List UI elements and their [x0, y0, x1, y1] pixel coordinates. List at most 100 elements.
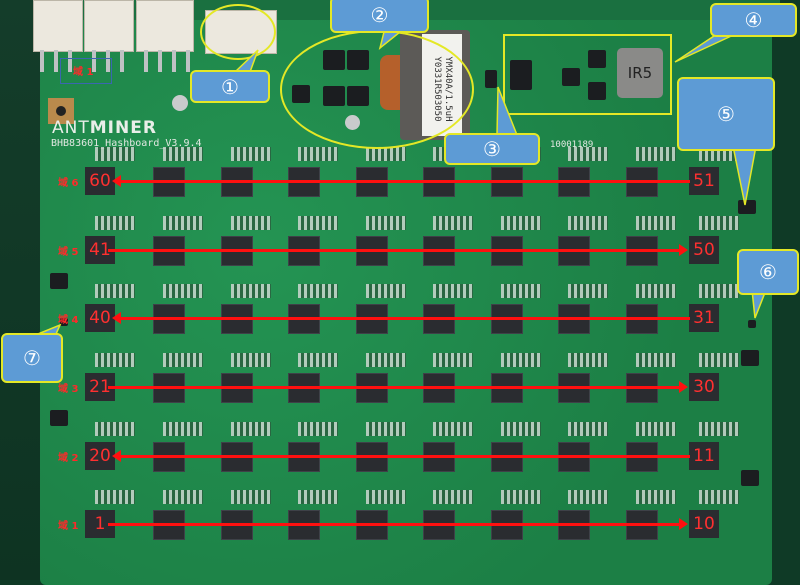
- ground-pad: [48, 98, 74, 124]
- domain-label: 域 5: [58, 247, 79, 258]
- domain-label: 域 4: [58, 315, 79, 326]
- edge-ic: [50, 273, 68, 289]
- regulator-ic: [562, 68, 580, 86]
- passive-components: [366, 284, 406, 298]
- power-connector-3: [136, 0, 194, 52]
- callout-6: ⑥: [737, 249, 799, 295]
- passive-components: [501, 216, 541, 230]
- board-model-label: BHB83601_Hashboard_V3.9.4: [51, 138, 202, 149]
- passive-components: [433, 284, 473, 298]
- passive-components: [568, 490, 608, 504]
- passive-components: [95, 284, 135, 298]
- passive-components: [366, 353, 406, 367]
- chip-number-right: 51: [689, 167, 719, 195]
- passive-components: [298, 216, 338, 230]
- passive-components: [636, 353, 676, 367]
- driver-ic: [510, 60, 532, 90]
- passive-components: [636, 422, 676, 436]
- passive-components: [366, 422, 406, 436]
- passive-components: [699, 216, 739, 230]
- callout-1: ①: [190, 70, 270, 103]
- mosfet: [588, 50, 606, 68]
- passive-components: [699, 284, 739, 298]
- capacitor: [172, 95, 188, 111]
- pointer-5: [732, 145, 757, 206]
- domain-label: 域 2: [58, 453, 79, 464]
- passive-components: [568, 147, 608, 161]
- antminer-logo: ANTMINER: [52, 118, 157, 138]
- passive-components: [636, 147, 676, 161]
- passive-components: [95, 216, 135, 230]
- passive-components: [298, 353, 338, 367]
- edge-ic: [741, 350, 759, 366]
- background-strip: [0, 0, 44, 580]
- connector-pin: [120, 50, 124, 72]
- passive-components: [433, 422, 473, 436]
- passive-components: [568, 216, 608, 230]
- passive-components: [163, 353, 203, 367]
- callout-7: ⑦: [1, 333, 63, 383]
- passive-components: [699, 422, 739, 436]
- passive-components: [95, 490, 135, 504]
- callout-4: ④: [710, 3, 797, 37]
- passive-components: [501, 353, 541, 367]
- power-inductor: IR5: [617, 48, 663, 98]
- connector-highlight-ellipse: [200, 4, 276, 60]
- connector-pin: [54, 50, 58, 72]
- passive-components: [298, 490, 338, 504]
- chip-number-right: 31: [689, 304, 719, 332]
- passive-components: [298, 284, 338, 298]
- chip-number-right: 10: [689, 510, 719, 538]
- passive-components: [366, 147, 406, 161]
- callout-3: ③: [444, 133, 540, 165]
- passive-components: [298, 422, 338, 436]
- passive-components: [163, 147, 203, 161]
- temp-sensor: [60, 318, 68, 326]
- chain-direction-arrow: [108, 244, 688, 256]
- chain-direction-arrow: [112, 175, 690, 187]
- temp-sensor: [748, 320, 756, 328]
- connector-pin: [92, 50, 96, 72]
- domain-label: 域 6: [58, 178, 79, 189]
- passive-components: [95, 147, 135, 161]
- passive-components: [433, 490, 473, 504]
- passive-components: [231, 216, 271, 230]
- connector-pin: [186, 50, 190, 72]
- passive-components: [433, 353, 473, 367]
- passive-components: [298, 147, 338, 161]
- chip-number-right: 30: [689, 373, 719, 401]
- passive-components: [568, 422, 608, 436]
- passive-components: [501, 422, 541, 436]
- connector-pin: [106, 50, 110, 72]
- connector-pin: [40, 50, 44, 72]
- chain-direction-arrow: [108, 381, 688, 393]
- regulator-highlight-rect: [503, 34, 672, 115]
- passive-components: [366, 216, 406, 230]
- connector-pin: [68, 50, 72, 72]
- passive-components: [163, 490, 203, 504]
- passive-components: [699, 353, 739, 367]
- chain-direction-arrow: [112, 312, 690, 324]
- power-connector-2: [84, 0, 134, 52]
- callout-2: ②: [330, 0, 429, 33]
- passive-components: [699, 490, 739, 504]
- chain-direction-arrow: [112, 450, 690, 462]
- passive-components: [501, 490, 541, 504]
- pointer-1: [233, 49, 259, 73]
- edge-ic: [50, 410, 68, 426]
- passive-components: [231, 284, 271, 298]
- passive-components: [231, 422, 271, 436]
- domain-label: 域 3: [58, 384, 79, 395]
- passive-components: [568, 284, 608, 298]
- chip-number-right: 11: [689, 442, 719, 470]
- passive-components: [231, 490, 271, 504]
- connector-pin: [172, 50, 176, 72]
- chip-number-left: 60: [85, 167, 115, 195]
- passive-components: [163, 284, 203, 298]
- passive-components: [95, 353, 135, 367]
- passive-components: [163, 422, 203, 436]
- passive-components: [433, 216, 473, 230]
- passive-components: [231, 353, 271, 367]
- board-serial-label: 10001189: [550, 140, 594, 150]
